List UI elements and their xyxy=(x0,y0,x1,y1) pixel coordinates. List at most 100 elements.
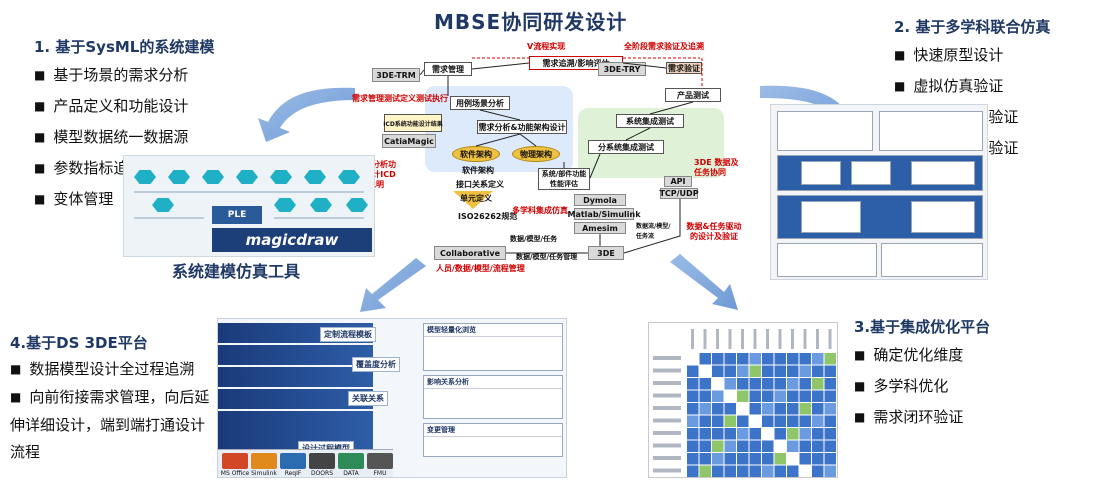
matrix-cell xyxy=(699,390,711,402)
matrix-col-label xyxy=(816,329,819,349)
coverage-label: 覆盖度分析 xyxy=(352,357,400,372)
matrix-cell xyxy=(812,440,824,452)
section2-title: 2. 基于多学科联合仿真 xyxy=(894,18,1051,36)
matrix-cell xyxy=(749,403,761,415)
matrix-row-label xyxy=(653,393,681,398)
matrix-cell xyxy=(774,415,786,427)
matrix-cell xyxy=(799,365,811,377)
matrix-cell xyxy=(712,428,724,440)
matrix-cell xyxy=(737,403,749,415)
section4-list: 数据模型设计全过程追溯 向前衔接需求管理，向后延伸详细设计，端到端打通设计流程 xyxy=(10,356,210,466)
hex-icon xyxy=(338,170,360,184)
matrix-cell xyxy=(812,415,824,427)
api-box: API xyxy=(664,176,692,187)
section3-title: 3.基于集成优化平台 xyxy=(854,318,991,336)
matrix-cell xyxy=(787,465,799,477)
matrix-cell xyxy=(724,403,736,415)
matrix-cell xyxy=(699,378,711,390)
v-flow-label: V流程实现 xyxy=(527,42,566,51)
matrix-cell xyxy=(774,403,786,415)
matrix-cell xyxy=(812,428,824,440)
matrix-cell xyxy=(712,453,724,465)
ple-badge: PLE xyxy=(212,206,262,224)
list-item: 向前衔接需求管理，向后延伸详细设计，端到端打通设计流程 xyxy=(10,384,210,466)
matrix-cell xyxy=(749,440,761,452)
sys-test-box: 系统集成测试 xyxy=(616,114,684,128)
tool-caption: 系统建模仿真工具 xyxy=(172,262,301,281)
hex-icon xyxy=(274,198,296,212)
matrix-cell xyxy=(737,453,749,465)
matrix-cell xyxy=(749,353,761,365)
matrix-col-label xyxy=(716,329,719,349)
req-arch-box: 需求分析&功能架构设计 xyxy=(477,120,567,134)
matrix-cell xyxy=(774,365,786,377)
catia-box: CatiaMagic xyxy=(382,134,436,148)
matlab-box: Matlab/Simulink xyxy=(567,208,641,220)
matrix-cell xyxy=(699,440,711,452)
matrix-cell xyxy=(799,440,811,452)
de3-data-label: 3DE 数据及任务协同 xyxy=(694,158,739,177)
list-item: 虚拟仿真验证 xyxy=(894,71,1018,102)
matrix-grid xyxy=(653,329,836,477)
matrix-row-label xyxy=(653,368,681,373)
matrix-cell xyxy=(712,353,724,365)
datamagic-icon xyxy=(338,453,364,469)
matrix-cell xyxy=(687,453,699,465)
data-model-label: 数据/模型/任务 xyxy=(510,235,558,243)
matrix-cell xyxy=(712,378,724,390)
matrix-cell xyxy=(687,440,699,452)
matrix-cell xyxy=(687,353,699,365)
matrix-cell xyxy=(787,390,799,402)
page-title: MBSE协同研发设计 xyxy=(434,10,628,34)
collab-sub-label: 人员/数据/模型/流程管理 xyxy=(436,264,525,273)
matrix-cell xyxy=(774,378,786,390)
hex-icon xyxy=(152,198,174,212)
section3-list: 确定优化维度 多学科优化 需求闭环验证 xyxy=(854,340,963,433)
simulink-icon xyxy=(251,453,277,469)
matrix-cell xyxy=(749,428,761,440)
matrix-cell xyxy=(749,415,761,427)
matrix-row-label xyxy=(653,468,681,473)
matrix-cell xyxy=(812,453,824,465)
matrix-cell xyxy=(749,453,761,465)
req-note-label: 需求管理测试定义测试执行 xyxy=(352,94,448,103)
matrix-cell xyxy=(824,390,836,402)
amesim-box: Amesim xyxy=(574,222,626,234)
matrix-cell xyxy=(824,428,836,440)
magicdraw-logo: magicdraw xyxy=(212,228,372,252)
matrix-cell xyxy=(824,465,836,477)
matrix-cell xyxy=(774,465,786,477)
matrix-cell xyxy=(687,378,699,390)
list-item: 变体管理 xyxy=(34,184,188,215)
sw-arch2-label: 软件架构 xyxy=(462,166,494,175)
matrix-cell xyxy=(724,415,736,427)
sysml-tool-screenshot: PLE magicdraw xyxy=(123,155,375,257)
hex-icon xyxy=(202,170,224,184)
matrix-cell xyxy=(737,465,749,477)
arrow-left-icon xyxy=(258,87,355,142)
matrix-cell xyxy=(824,365,836,377)
iso-label: ISO26262规范 xyxy=(458,212,518,221)
matrix-cell xyxy=(749,365,761,377)
arrow-down-right-icon xyxy=(670,254,738,310)
matrix-cell xyxy=(824,453,836,465)
matrix-cell xyxy=(787,453,799,465)
list-item: 快速原型设计 xyxy=(894,40,1018,71)
matrix-cell xyxy=(737,365,749,377)
optimization-matrix xyxy=(648,322,838,478)
matrix-cell xyxy=(799,403,811,415)
shot-lightweight: 模型轻量化浏览 xyxy=(423,323,563,371)
matrix-cell xyxy=(774,440,786,452)
req-analysis-label: 需求分析功能设计ICD说明 xyxy=(356,160,396,189)
matrix-cell xyxy=(799,415,811,427)
fmu-icon xyxy=(367,453,393,469)
matrix-cell xyxy=(724,390,736,402)
matrix-cell xyxy=(737,428,749,440)
matrix-cell xyxy=(724,453,736,465)
matrix-cell xyxy=(762,440,774,452)
matrix-cell xyxy=(699,428,711,440)
icd-box: ICD系统功能设计结果 xyxy=(383,114,443,132)
list-item: 产品定义和功能设计 xyxy=(34,91,188,122)
matrix-cell xyxy=(749,465,761,477)
